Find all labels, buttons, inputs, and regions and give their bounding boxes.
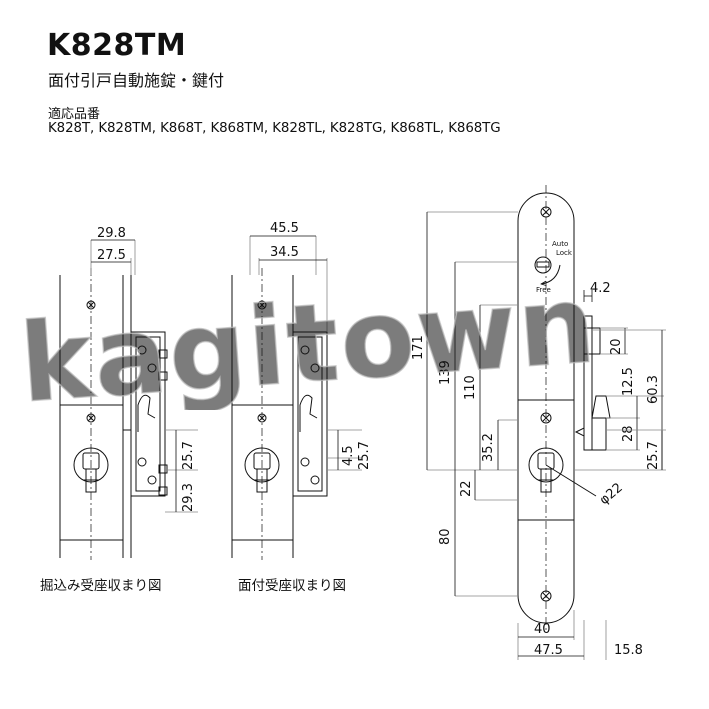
dim-25-7-right: 25.7 xyxy=(646,441,661,470)
dim-110: 110 xyxy=(463,375,478,400)
left-dim-29-8: 29.8 xyxy=(97,226,126,241)
dim-80: 80 xyxy=(438,528,453,545)
dim-171: 171 xyxy=(411,335,426,360)
middle-installation-drawing: 45.5 34.5 4.5 25.7 xyxy=(231,221,372,560)
dim-139: 139 xyxy=(438,360,453,385)
dim-20: 20 xyxy=(609,338,624,355)
dim-35-2: 35.2 xyxy=(481,433,496,462)
dim-22: 22 xyxy=(459,480,474,497)
middle-dim-34-5: 34.5 xyxy=(270,245,299,260)
dim-60-3: 60.3 xyxy=(646,375,661,404)
dim-4-2: 4.2 xyxy=(590,281,611,296)
middle-dim-45-5: 45.5 xyxy=(270,221,299,236)
free-label: Free xyxy=(536,286,551,294)
left-dim-29-3: 29.3 xyxy=(181,483,196,512)
dim-40: 40 xyxy=(534,622,551,637)
middle-view-caption: 面付受座収まり図 xyxy=(238,578,346,594)
page-title: K828TM xyxy=(47,28,187,63)
compatible-models-heading: 適応品番 xyxy=(48,107,101,122)
left-dim-27-5: 27.5 xyxy=(97,248,126,263)
dim-diameter-22: φ22 xyxy=(597,480,626,508)
auto-label: Auto xyxy=(552,240,568,248)
left-dim-25-7: 25.7 xyxy=(181,441,196,470)
watermark: kagitown xyxy=(15,280,601,410)
dim-47-5: 47.5 xyxy=(534,643,563,658)
dim-12-5: 12.5 xyxy=(621,367,636,396)
product-subtitle: 面付引戸自動施錠・鍵付 xyxy=(48,71,225,90)
middle-dim-4-5: 4.5 xyxy=(341,445,356,466)
lock-front-drawing: Auto Lock Free 171 139 110 35.2 22 xyxy=(411,185,666,660)
compatible-models-list: K828T, K828TM, K868T, K868TM, K828TL, K8… xyxy=(48,121,501,136)
left-installation-drawing: 29.8 27.5 25.7 29.3 xyxy=(59,226,198,560)
dim-28: 28 xyxy=(621,425,636,442)
dim-15-8: 15.8 xyxy=(614,643,643,658)
lock-label: Lock xyxy=(556,249,573,257)
middle-dim-25-7: 25.7 xyxy=(357,441,372,470)
watermark-text: kagitown xyxy=(16,280,601,410)
left-view-caption: 掘込み受座収まり図 xyxy=(40,578,162,594)
